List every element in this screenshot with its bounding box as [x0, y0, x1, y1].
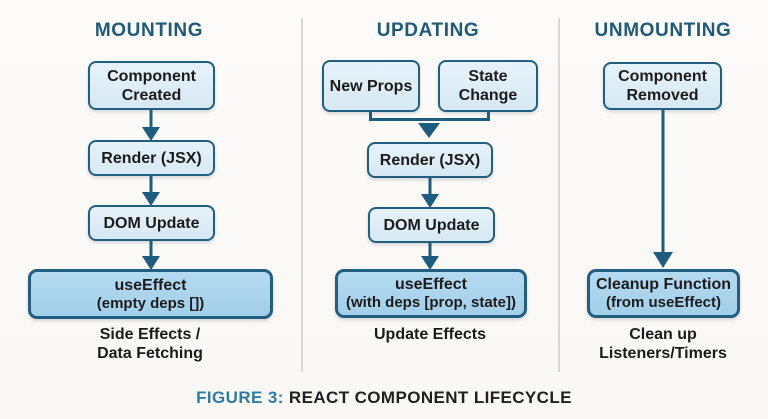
arrow-head — [421, 194, 439, 208]
arrow-down-icon — [142, 241, 160, 270]
arrow-shaft — [661, 110, 665, 255]
updating-input-new-props: New Props — [322, 60, 420, 112]
mounting-note: Side Effects / Data Fetching — [97, 326, 203, 362]
updating-column-title: UPDATING — [376, 20, 480, 41]
figure-caption-label: FIGURE 3: — [196, 388, 284, 407]
updating-note: Update Effects — [373, 326, 487, 343]
useeffect-label: useEffect — [394, 276, 468, 293]
arrow-down-icon — [142, 110, 160, 141]
arrow-shaft — [149, 241, 153, 259]
mounting-step-dom-update: DOM Update — [88, 205, 215, 241]
updating-input-state-change: State Change — [438, 60, 538, 112]
updating-step-render-jsx: Render (JSX) — [367, 142, 493, 178]
updating-step-dom-update: DOM Update — [368, 207, 495, 243]
arrow-shaft — [149, 110, 153, 130]
unmounting-step-component-removed: Component Removed — [603, 62, 722, 110]
connector-bar — [369, 118, 490, 121]
unmounting-note: Clean up Listeners/Timers — [599, 326, 727, 362]
arrow-head — [142, 127, 160, 141]
mounting-step-render-jsx: Render (JSX) — [88, 140, 215, 176]
useeffect-label: useEffect — [114, 276, 187, 294]
column-divider-left — [301, 18, 303, 372]
figure-caption-title: REACT COMPONENT LIFECYCLE — [283, 388, 572, 407]
arrow-head — [421, 256, 439, 270]
mounting-useeffect-box: useEffect (empty deps []) — [28, 269, 273, 319]
connector-drop-right — [487, 112, 490, 120]
arrow-down-icon — [421, 243, 439, 270]
arrow-head — [142, 256, 160, 270]
column-divider-right — [558, 18, 560, 372]
cleanup-source-label: (from useEffect) — [605, 294, 721, 311]
arrow-shaft — [149, 176, 153, 195]
arrow-down-icon — [421, 178, 439, 208]
useeffect-deps-label: (with deps [prop, state]) — [346, 294, 516, 311]
arrow-shaft — [428, 243, 432, 259]
mounting-step-component-created: Component Created — [88, 61, 215, 110]
unmounting-cleanup-box: Cleanup Function (from useEffect) — [587, 269, 740, 318]
useeffect-deps-label: (empty deps []) — [96, 294, 205, 312]
arrow-head — [653, 252, 673, 268]
connector-drop-left — [369, 112, 372, 120]
connector-arrow-head — [418, 123, 440, 138]
long-arrow-down-icon — [653, 110, 673, 268]
cleanup-function-label: Cleanup Function — [595, 276, 732, 293]
unmounting-column-title: UNMOUNTING — [594, 20, 732, 41]
mounting-column-title: MOUNTING — [94, 20, 204, 41]
updating-useeffect-box: useEffect (with deps [prop, state]) — [335, 269, 527, 318]
figure-caption: FIGURE 3: REACT COMPONENT LIFECYCLE — [0, 388, 768, 408]
arrow-shaft — [428, 178, 432, 197]
arrow-head — [142, 192, 160, 206]
arrow-down-icon — [142, 176, 160, 206]
